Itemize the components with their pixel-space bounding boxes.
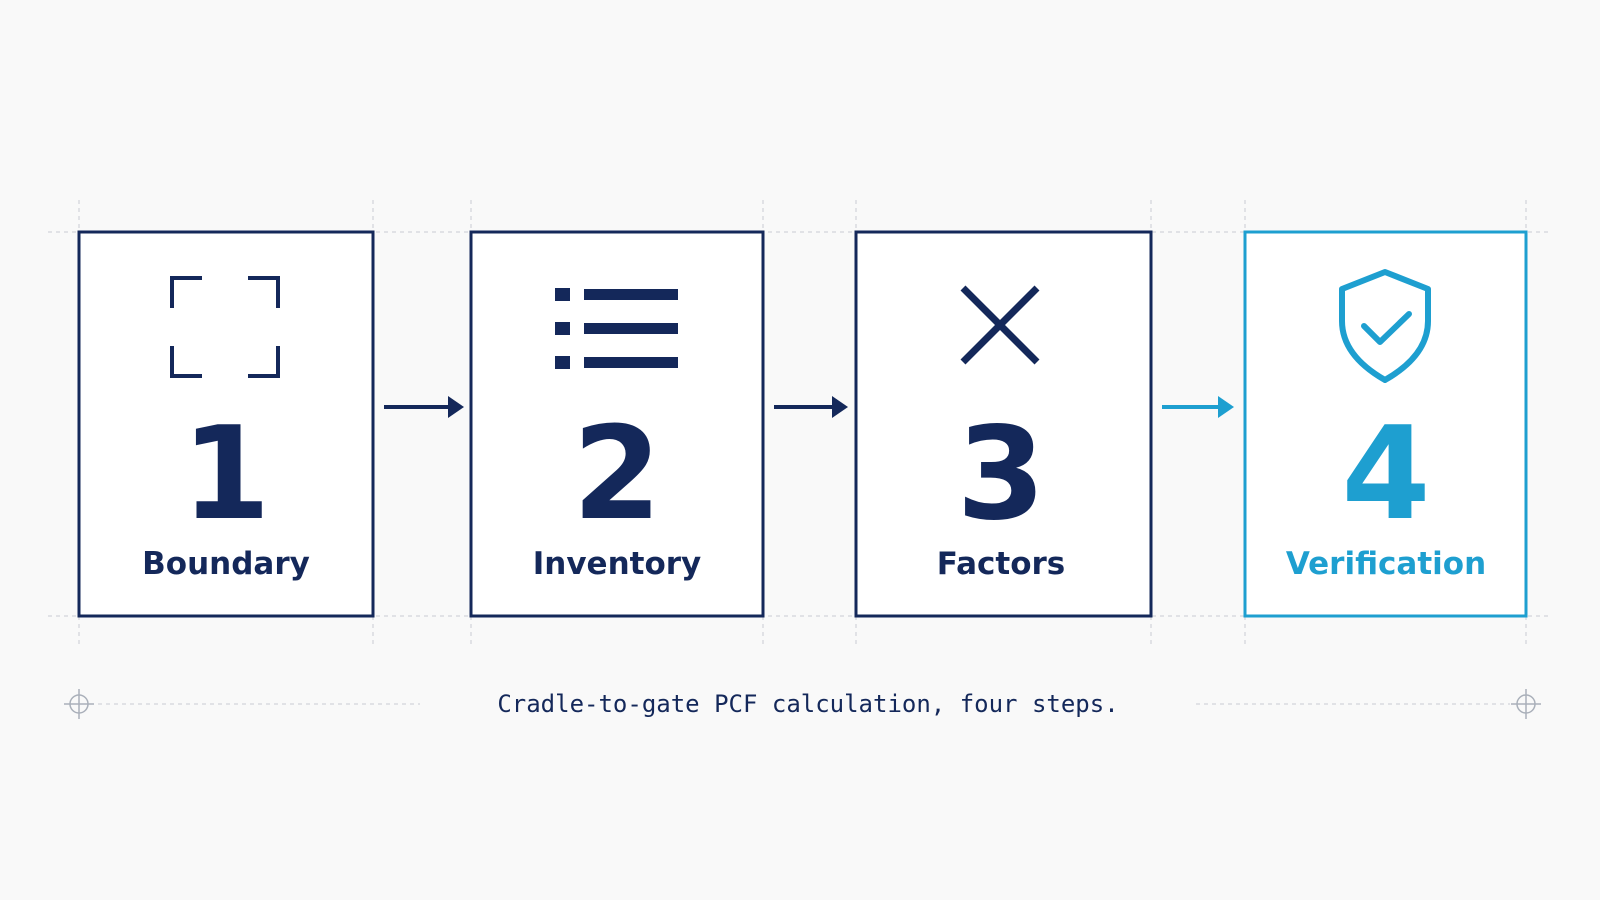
step-box-1 [77,230,375,618]
step-card-2: 2 Inventory [469,230,765,618]
step-number-1: 1 [181,400,270,549]
boundary-corners-icon [170,276,280,378]
step-label-2: Inventory [533,546,702,582]
arrow-3-to-4 [1162,396,1234,418]
crosshair-right-icon [1511,689,1541,719]
step-box-4 [1243,230,1528,618]
arrow-1-to-2 [384,396,464,418]
shield-check-icon [1339,269,1431,383]
caption-rule [64,689,1541,719]
step-card-3: 3 Factors [854,230,1153,618]
step-card-4: 4 Verification [1243,230,1528,618]
step-number-4: 4 [1341,400,1430,549]
step-number-2: 2 [572,400,661,549]
step-label-1: Boundary [142,546,310,582]
arrow-2-to-3 [774,396,848,418]
step-number-3: 3 [956,400,1045,549]
diagram-caption: Cradle-to-gate PCF calculation, four ste… [497,690,1118,718]
step-label-4: Verification [1286,546,1486,582]
step-box-3 [854,230,1153,618]
crosshair-left-icon [64,689,94,719]
list-icon [555,288,678,369]
step-label-3: Factors [937,546,1066,582]
multiply-icon [960,285,1040,365]
step-card-1: 1 Boundary [77,230,375,618]
